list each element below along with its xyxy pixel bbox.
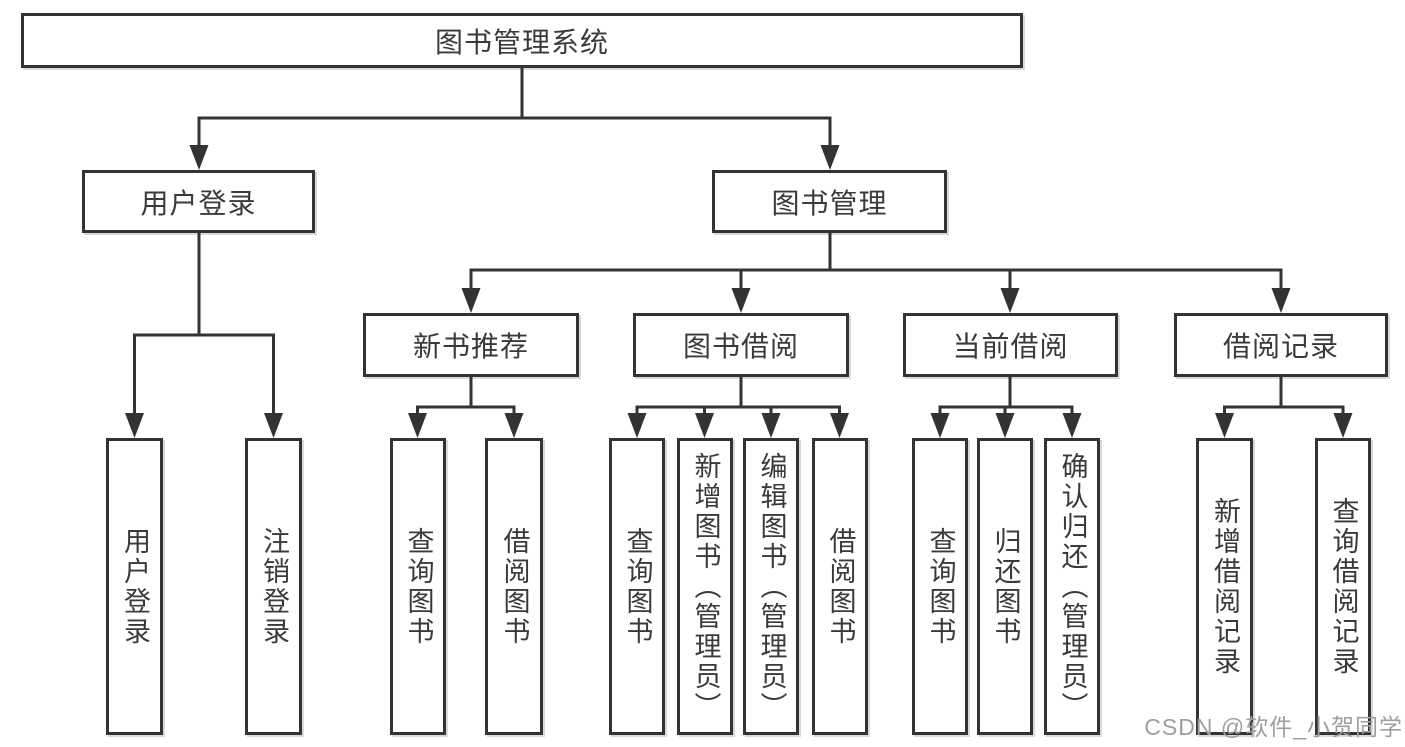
- leaf-label: 确认归还（管理员）: [1057, 451, 1088, 722]
- leaf-label: 借阅图书: [499, 526, 530, 647]
- leaf-confirm-return-admin: 确认归还（管理员）: [1044, 438, 1100, 735]
- leaf-label: 新增图书（管理员）: [690, 451, 721, 722]
- leaf-label: 查询借阅记录: [1328, 496, 1359, 677]
- arrowheads: [125, 145, 1353, 438]
- leaf-user-login: 用户登录: [106, 438, 163, 735]
- leaf-query-books-current: 查询图书: [912, 438, 968, 735]
- node-book-management: 图书管理: [712, 170, 947, 233]
- leaf-label: 归还图书: [990, 526, 1021, 647]
- leaf-label: 查询图书: [925, 526, 956, 647]
- node-library-management-system: 图书管理系统: [21, 13, 1023, 68]
- leaf-label: 注销登录: [259, 526, 289, 647]
- leaf-label: 查询图书: [403, 526, 434, 647]
- node-user-login: 用户登录: [82, 170, 315, 233]
- leaf-query-books-recommend: 查询图书: [390, 438, 446, 735]
- leaf-borrow-books: 借阅图书: [812, 438, 868, 735]
- leaf-label: 新增借阅记录: [1210, 496, 1240, 677]
- leaf-add-book-admin: 新增图书（管理员）: [677, 438, 733, 735]
- leaf-borrow-books-recommend: 借阅图书: [485, 438, 543, 735]
- leaf-add-borrow-record: 新增借阅记录: [1196, 438, 1253, 735]
- leaf-edit-book-admin: 编辑图书（管理员）: [743, 438, 799, 735]
- leaf-query-borrow-record: 查询借阅记录: [1315, 438, 1371, 735]
- node-current-borrowing: 当前借阅: [903, 313, 1118, 377]
- leaf-label: 查询图书: [622, 526, 653, 647]
- leaf-label: 借阅图书: [825, 526, 856, 647]
- leaf-label: 用户登录: [120, 526, 150, 647]
- leaf-label: 编辑图书（管理员）: [756, 451, 787, 722]
- leaf-logout: 注销登录: [245, 438, 302, 735]
- node-borrowing-records: 借阅记录: [1174, 313, 1388, 377]
- node-new-book-recommendation: 新书推荐: [363, 313, 579, 377]
- watermark-text: CSDN @软件_小贺同学: [1144, 714, 1403, 740]
- leaf-query-books-borrowing: 查询图书: [609, 438, 665, 735]
- node-book-borrowing: 图书借阅: [633, 313, 849, 377]
- leaf-return-books: 归还图书: [977, 438, 1033, 735]
